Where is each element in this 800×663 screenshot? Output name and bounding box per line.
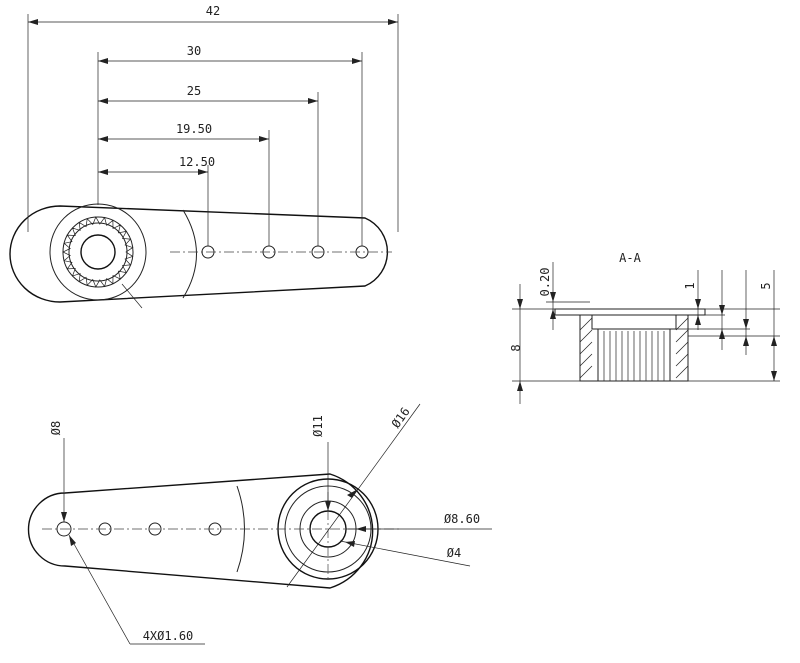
dim-19-50-label: 19.50 xyxy=(176,122,212,136)
section-spline-lines xyxy=(603,331,665,381)
dim-19-50: 19.50 xyxy=(98,122,269,142)
top-center-bore xyxy=(80,234,116,270)
top-hub-outer xyxy=(49,203,147,301)
top-arm-outline xyxy=(9,205,389,303)
dim-8-label: 8 xyxy=(509,344,523,351)
bottom-arm-outline xyxy=(27,473,374,589)
dim-d4: Ø4 xyxy=(339,540,471,567)
dim-30-label: 30 xyxy=(187,44,201,58)
dim-12-50-label: 12.50 xyxy=(179,155,215,169)
top-hub-arc xyxy=(182,209,197,299)
dim-d11-label: Ø11 xyxy=(311,415,325,437)
dim-42-label: 42 xyxy=(206,4,220,18)
top-spline-base xyxy=(68,222,128,282)
top-spline-tip xyxy=(62,216,134,288)
dim-d8-label: Ø8 xyxy=(49,421,63,435)
section-title: A-A xyxy=(619,251,641,265)
dim-d8-60-label: Ø8.60 xyxy=(444,512,480,526)
section-plate xyxy=(554,308,706,316)
dim-d8: Ø8 xyxy=(49,421,67,522)
dim-5-label: 5 xyxy=(759,282,773,289)
dim-12-50: 12.50 xyxy=(98,155,215,175)
section-hatch xyxy=(579,317,689,379)
dim-8: 8 xyxy=(509,284,523,404)
section-hub-counterbore xyxy=(591,314,677,330)
top-view: 42 30 25 19.50 12.50 xyxy=(9,4,399,309)
dim-4x-d1-60-label: 4XØ1.60 xyxy=(143,629,194,643)
dim-42: 42 xyxy=(28,4,398,25)
dim-d8-60: Ø8.60 xyxy=(346,512,492,532)
dim-1-a: 1 xyxy=(683,270,701,330)
bottom-view: Ø8 Ø11 Ø16 Ø8.60 Ø4 xyxy=(27,403,492,645)
bottom-hole-3 xyxy=(148,522,162,536)
dim-d4-label: Ø4 xyxy=(447,546,461,560)
dim-25-label: 25 xyxy=(187,84,201,98)
dim-25: 25 xyxy=(98,84,318,104)
dim-4x-d1-60: 4XØ1.60 xyxy=(68,534,205,645)
dim-0-20-label: 0.20 xyxy=(538,268,552,297)
dim-5: 5 xyxy=(759,270,777,381)
dim-d16: Ø16 xyxy=(286,403,421,588)
dim-1-c xyxy=(743,270,749,355)
dim-d11: Ø11 xyxy=(311,415,331,511)
dim-0-20: 0.20 xyxy=(538,262,556,330)
dim-30: 30 xyxy=(98,44,362,64)
top-spline-leader xyxy=(121,283,143,309)
dim-d16-label: Ø16 xyxy=(389,405,413,431)
section-a-a: A-A xyxy=(509,251,780,404)
dim-1-label: 1 xyxy=(683,282,697,289)
dim-1-b xyxy=(719,270,725,350)
top-spline-teeth xyxy=(62,216,134,288)
